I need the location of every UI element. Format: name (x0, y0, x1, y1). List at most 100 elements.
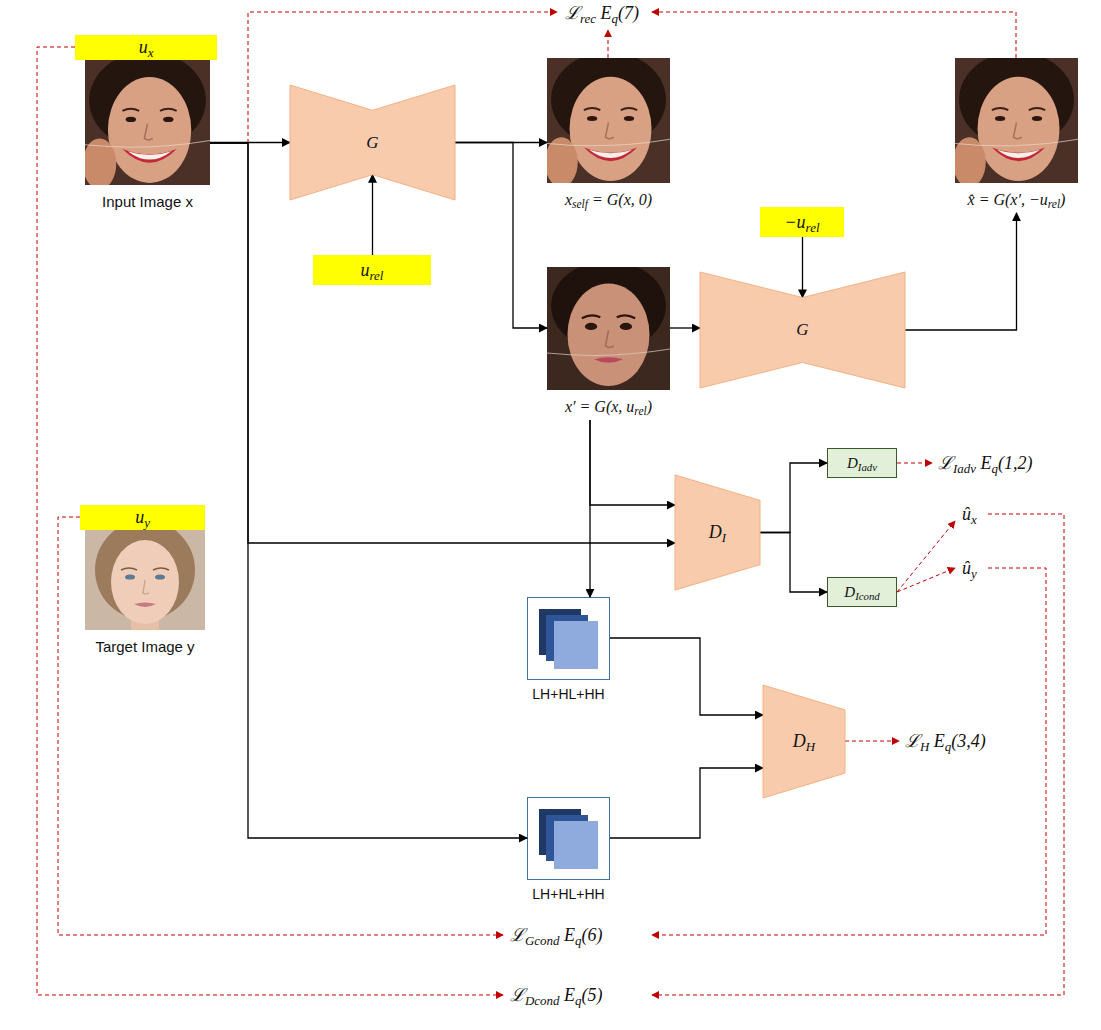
text-column: −urel (784, 212, 819, 233)
caption-row: xself = G(x, 0) (547, 183, 670, 213)
node-text: urel (361, 260, 384, 281)
loss-label: ℒIadv Eq(1,2) (938, 451, 1033, 475)
caption-row: x′ = G(x, urel) (547, 390, 670, 420)
subscript: rel (1048, 198, 1060, 210)
reconstructed-photo (953, 52, 1078, 187)
text-column: DI (709, 522, 726, 543)
loss-label: ℒH Eq(3,4) (905, 729, 986, 753)
text-column: DIadv (847, 455, 877, 472)
caption-row: Input Image x (85, 185, 210, 214)
connector (760, 463, 827, 533)
image-area (85, 530, 205, 630)
loss-label: ûy (962, 556, 977, 580)
subscript: q (945, 739, 951, 754)
subscript: q (992, 461, 998, 476)
subscript: self (572, 198, 588, 210)
text-column: DIcond (844, 584, 879, 601)
text-column: G (366, 133, 378, 153)
caption-row: x̂ = G(x′, −urel) (955, 183, 1078, 213)
subscript: q (575, 933, 581, 948)
shape-fill (700, 272, 905, 388)
subscript: Iadv (953, 461, 976, 476)
subscript: Gcond (525, 933, 560, 948)
node-text: DIadv (847, 455, 877, 472)
input-photo (83, 52, 210, 190)
discriminator-shape: DH (763, 685, 845, 798)
subscript: x (971, 512, 977, 527)
image-caption: Input Image x (102, 193, 193, 210)
image-area (547, 267, 670, 390)
condition-box: uy (80, 505, 205, 530)
image-node: Target Image y (85, 530, 205, 659)
connector (760, 533, 827, 593)
node-text: ux (139, 37, 154, 58)
subscript: rel (370, 267, 384, 282)
caption-row: Target Image y (85, 630, 205, 659)
wavelet-stack (528, 798, 610, 880)
condition-box: ux (75, 35, 217, 60)
dashed-leader (845, 741, 899, 742)
node-text: −urel (784, 212, 819, 233)
image-node: x̂ = G(x′, −urel) (955, 58, 1078, 213)
image-area (527, 597, 610, 680)
text-column: DH (793, 731, 815, 752)
loss-label: ûx (962, 502, 977, 526)
generator-shape: G (700, 272, 905, 388)
subscript: y (971, 566, 977, 581)
condition-box: urel (313, 255, 431, 285)
image-caption: LH+HL+HH (532, 686, 604, 702)
connector (455, 143, 547, 329)
image-caption: x̂ = G(x′, −urel) (968, 191, 1066, 209)
loss-label: ℒDcond Eq(5) (510, 983, 603, 1007)
image-node: Input Image x (85, 58, 210, 214)
caption-row: LH+HL+HH (527, 680, 610, 706)
wavelet-node: LH+HL+HH (527, 797, 610, 906)
text-column: uy (135, 507, 150, 528)
dashed-leader (897, 521, 955, 592)
loss-label: ℒrec Eq(7) (565, 1, 639, 25)
dashed-leader (897, 463, 932, 464)
node-text: G (366, 133, 378, 153)
generator-shape: G (290, 85, 455, 200)
subscript: Icond (855, 590, 880, 602)
dashed-leader (652, 514, 1064, 995)
loss-label: ℒGcond Eq(6) (510, 923, 603, 947)
connector (802, 237, 803, 298)
connector (210, 143, 527, 838)
subscript: Iadv (858, 461, 877, 473)
subscript: I (722, 530, 726, 545)
subscript: q (575, 993, 581, 1008)
connector (610, 768, 763, 838)
subscript: x (148, 44, 154, 59)
image-caption: xself = G(x, 0) (565, 191, 652, 209)
subscript: rel (634, 405, 646, 417)
subscript: H (806, 739, 815, 754)
connector (610, 638, 763, 715)
connector (670, 327, 700, 328)
image-area (85, 58, 210, 185)
connector (210, 143, 675, 543)
connector (372, 175, 373, 255)
subscript: q (612, 11, 618, 26)
dashed-leader (652, 12, 1016, 58)
loss-leaders (37, 12, 1064, 995)
image-area (955, 58, 1078, 183)
shape-fill (290, 85, 455, 200)
connector (589, 420, 590, 597)
text-column: urel (361, 260, 384, 281)
image-caption: Target Image y (95, 638, 194, 655)
connector (590, 420, 675, 505)
discriminator-shape: DI (675, 475, 760, 590)
image-caption: LH+HL+HH (532, 886, 604, 902)
subscript: Dcond (525, 993, 560, 1008)
node-text: G (796, 320, 808, 340)
condition-box: −urel (760, 207, 844, 237)
subscript: rel (806, 219, 820, 234)
dashed-leader (897, 568, 955, 592)
node-text: DI (709, 522, 726, 543)
connector (905, 213, 1017, 330)
target-photo (85, 520, 205, 630)
subscript: y (144, 515, 150, 530)
shape-fill (675, 475, 760, 590)
